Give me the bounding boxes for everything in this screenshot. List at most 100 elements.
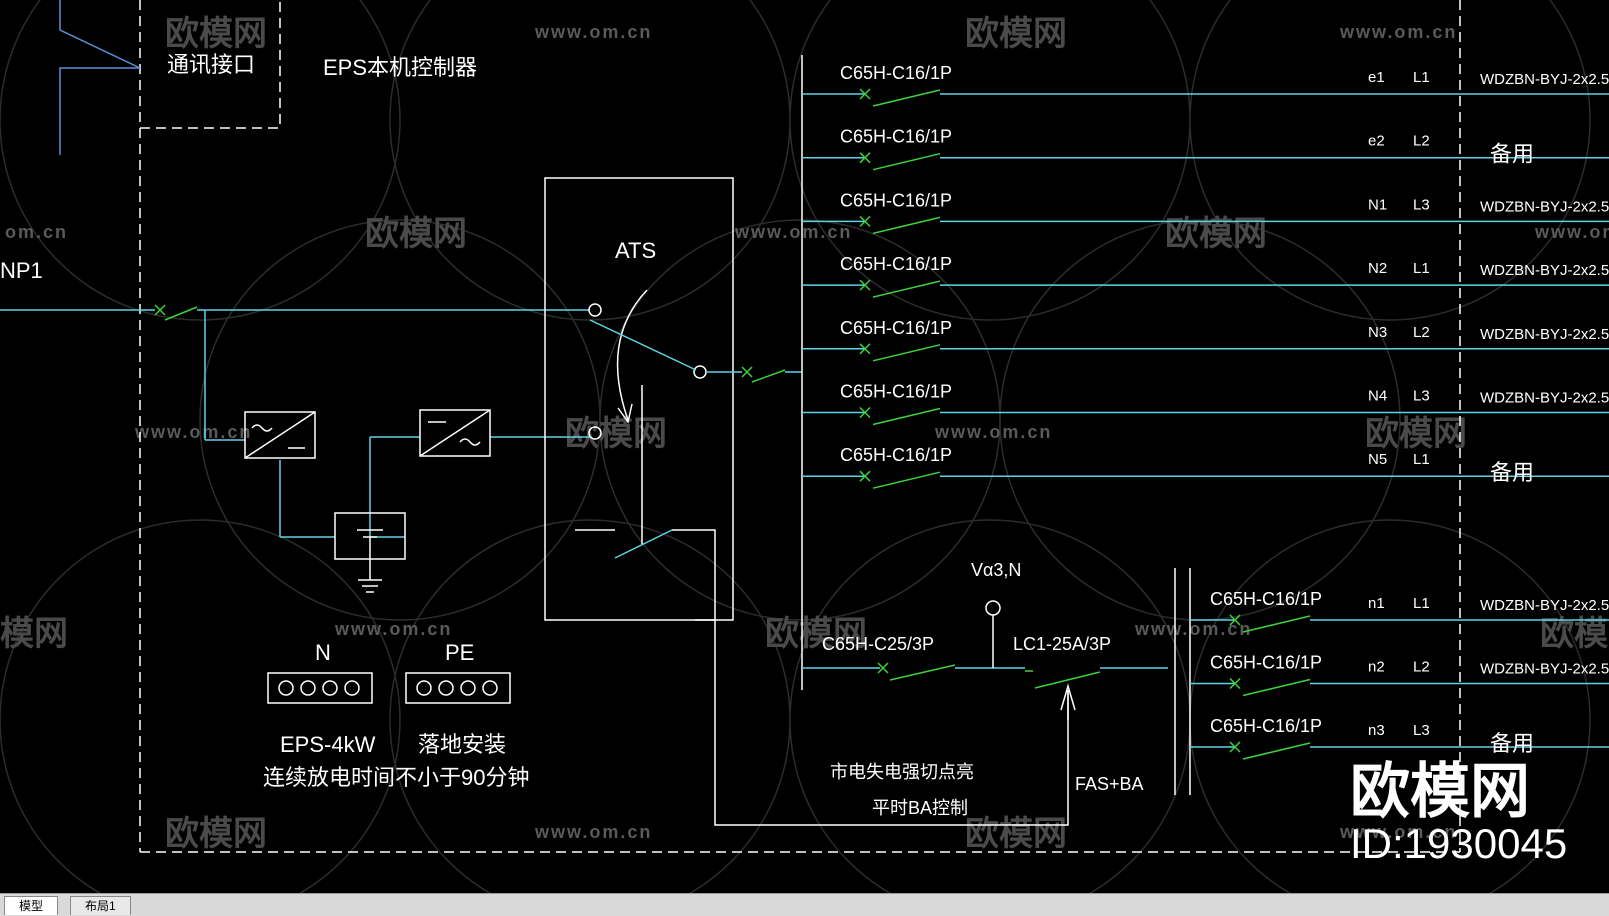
circuit-id: N2 [1368,260,1387,277]
pe-terminal-block [405,672,511,704]
phase-label: L1 [1413,260,1430,277]
cable-spec: WDZBN-BYJ-2x2.5+2.5 [1480,71,1609,88]
phase-label: L3 [1413,196,1430,213]
rectifier-symbol [244,411,316,459]
circuit-id: N4 [1368,388,1387,405]
circuit-id: n2 [1368,659,1385,676]
cable-spec: 备用 [1490,731,1534,756]
circuit-row: C65H-C16/1P N3 L2 WDZBN-BYJ-2x2.5+2.5 [802,318,1609,362]
breaker-mark [859,279,871,291]
cable-spec: WDZBN-BYJ-2x2.5+2.5 [1480,597,1609,614]
cable-spec: WDZBN-BYJ-2x2.5+2.5 [1480,326,1609,343]
watermark-logo: 欧模网 [965,815,1067,853]
watermark-url: www.om.cn [1134,619,1252,639]
circuit-row: C65H-C16/1P N1 L3 WDZBN-BYJ-2x2.5+2.5 [802,190,1609,235]
breaker-mark [859,406,871,419]
breaker-blade [872,89,941,107]
mains-fail-note: 市电失电强切点亮 [830,762,974,782]
watermark-url: www.om.cn [334,619,452,639]
breaker-label: C65H-C16/1P [840,318,952,338]
breaker-label: C65H-C16/1P [1210,653,1322,673]
breaker-blade [1242,615,1311,633]
breaker-mark [859,343,871,355]
v03n-label: Vα3,N [971,560,1021,580]
tab-layout1[interactable]: 布局1 [70,896,131,915]
phase-label: L2 [1413,659,1430,676]
watermark-logo: 欧模网 [965,15,1067,53]
circuit-id: N5 [1368,451,1387,468]
watermark-url: om.cn [5,222,68,242]
circuit-id: e2 [1368,133,1385,150]
fas-ba-label: FAS+BA [1075,774,1144,794]
comm-port-label: 通讯接口 [167,52,255,77]
tab-model[interactable]: 模型 [4,896,59,915]
watermark-url: www.om.cn [134,422,252,442]
breaker-mark [1229,741,1241,753]
breaker-label: C65H-C16/1P [840,382,952,402]
cable-spec: WDZBN-BYJ-2x2.5+2.5 [1480,198,1609,215]
pe-terminal-label: PE [445,640,474,665]
breaker-blade [872,216,941,235]
breaker-label: C65H-C16/1P [1210,716,1322,736]
incoming-feeder [0,304,590,538]
breaker-label: C65H-C16/1P [840,190,952,210]
panel-frame [139,0,1461,853]
eps-controller-label: EPS本机控制器 [323,55,477,80]
battery-symbol [334,512,406,593]
circuit-id: n1 [1368,595,1385,612]
breaker-blade [872,344,941,362]
cable-spec: 备用 [1490,142,1534,167]
discharge-note: 连续放电时间不小于90分钟 [263,765,529,790]
watermark-url: www.om.cn [1534,222,1609,242]
ats-box [544,177,734,621]
breaker-mark [859,215,871,227]
cad-drawing[interactable]: www.om.cn www.om.cn om.cn www.om.cn www.… [0,0,1609,893]
breaker-blade [1242,678,1311,697]
circuit-id: N3 [1368,324,1387,341]
phase-label: L1 [1413,451,1430,468]
watermark-logo: 欧模网 [1365,415,1467,453]
cable-spec: WDZBN-BYJ-2x2.5+2.5 [1480,390,1609,407]
watermark-url: www.om.cn [934,422,1052,442]
breaker-blade [872,407,941,426]
watermark-logo: 欧模网 [365,215,467,253]
breaker-label: C65H-C16/1P [840,254,952,274]
watermark-logo: 欧模网 [765,615,867,653]
breaker-label: C65H-C16/1P [840,127,952,147]
circuit-id: n3 [1368,722,1385,739]
phase-label: L2 [1413,324,1430,341]
breaker-blade [872,152,941,171]
floor-mount-label: 落地安装 [418,732,506,757]
breaker-label: C65H-C16/1P [840,63,952,83]
n-terminal-block [267,672,373,704]
circuit-row: C65H-C16/1P N4 L3 WDZBN-BYJ-2x2.5+2.5 [802,382,1609,426]
watermark-url: www.om.cn [734,222,852,242]
breaker-mark [1229,614,1241,626]
main-breaker-label: C65H-C25/3P [822,634,934,654]
circuit-row: C65H-C16/1P e2 L2 备用 [802,127,1609,171]
lower-circuits: C65H-C16/1Pn1L1WDZBN-BYJ-2x2.5+2.5C65H-C… [1190,589,1609,760]
circuit-row: C65H-C16/1P n2 L2 WDZBN-BYJ-2x2.5+2.5 [1190,653,1609,697]
n-terminal-label: N [315,640,331,665]
circuit-id: e1 [1368,69,1385,86]
upper-circuits: C65H-C16/1Pe1L1WDZBN-BYJ-2x2.5+2.5C65H-C… [802,63,1609,489]
breaker-mark [859,88,871,100]
cable-spec: WDZBN-BYJ-2x2.5+2.5 [1480,661,1609,678]
breaker-mark [1229,677,1241,690]
ba-control-note: 平时BA控制 [872,798,968,818]
layout-tab-bar: 模型 布局1 [0,893,1609,916]
circuit-row: C65H-C16/1P n3 L3 备用 [1190,716,1609,760]
circuit-id: N1 [1368,196,1387,213]
phase-label: L3 [1413,388,1430,405]
breaker-blade [872,471,941,489]
watermark-logo: 欧模网 [1540,615,1609,653]
phase-label: L3 [1413,722,1430,739]
watermark-url: www.om.cn [1339,822,1457,842]
breaker-mark [859,152,871,164]
phase-label: L2 [1413,133,1430,150]
watermark-logo: 欧模网 [165,15,267,53]
breaker-blade [872,280,941,298]
